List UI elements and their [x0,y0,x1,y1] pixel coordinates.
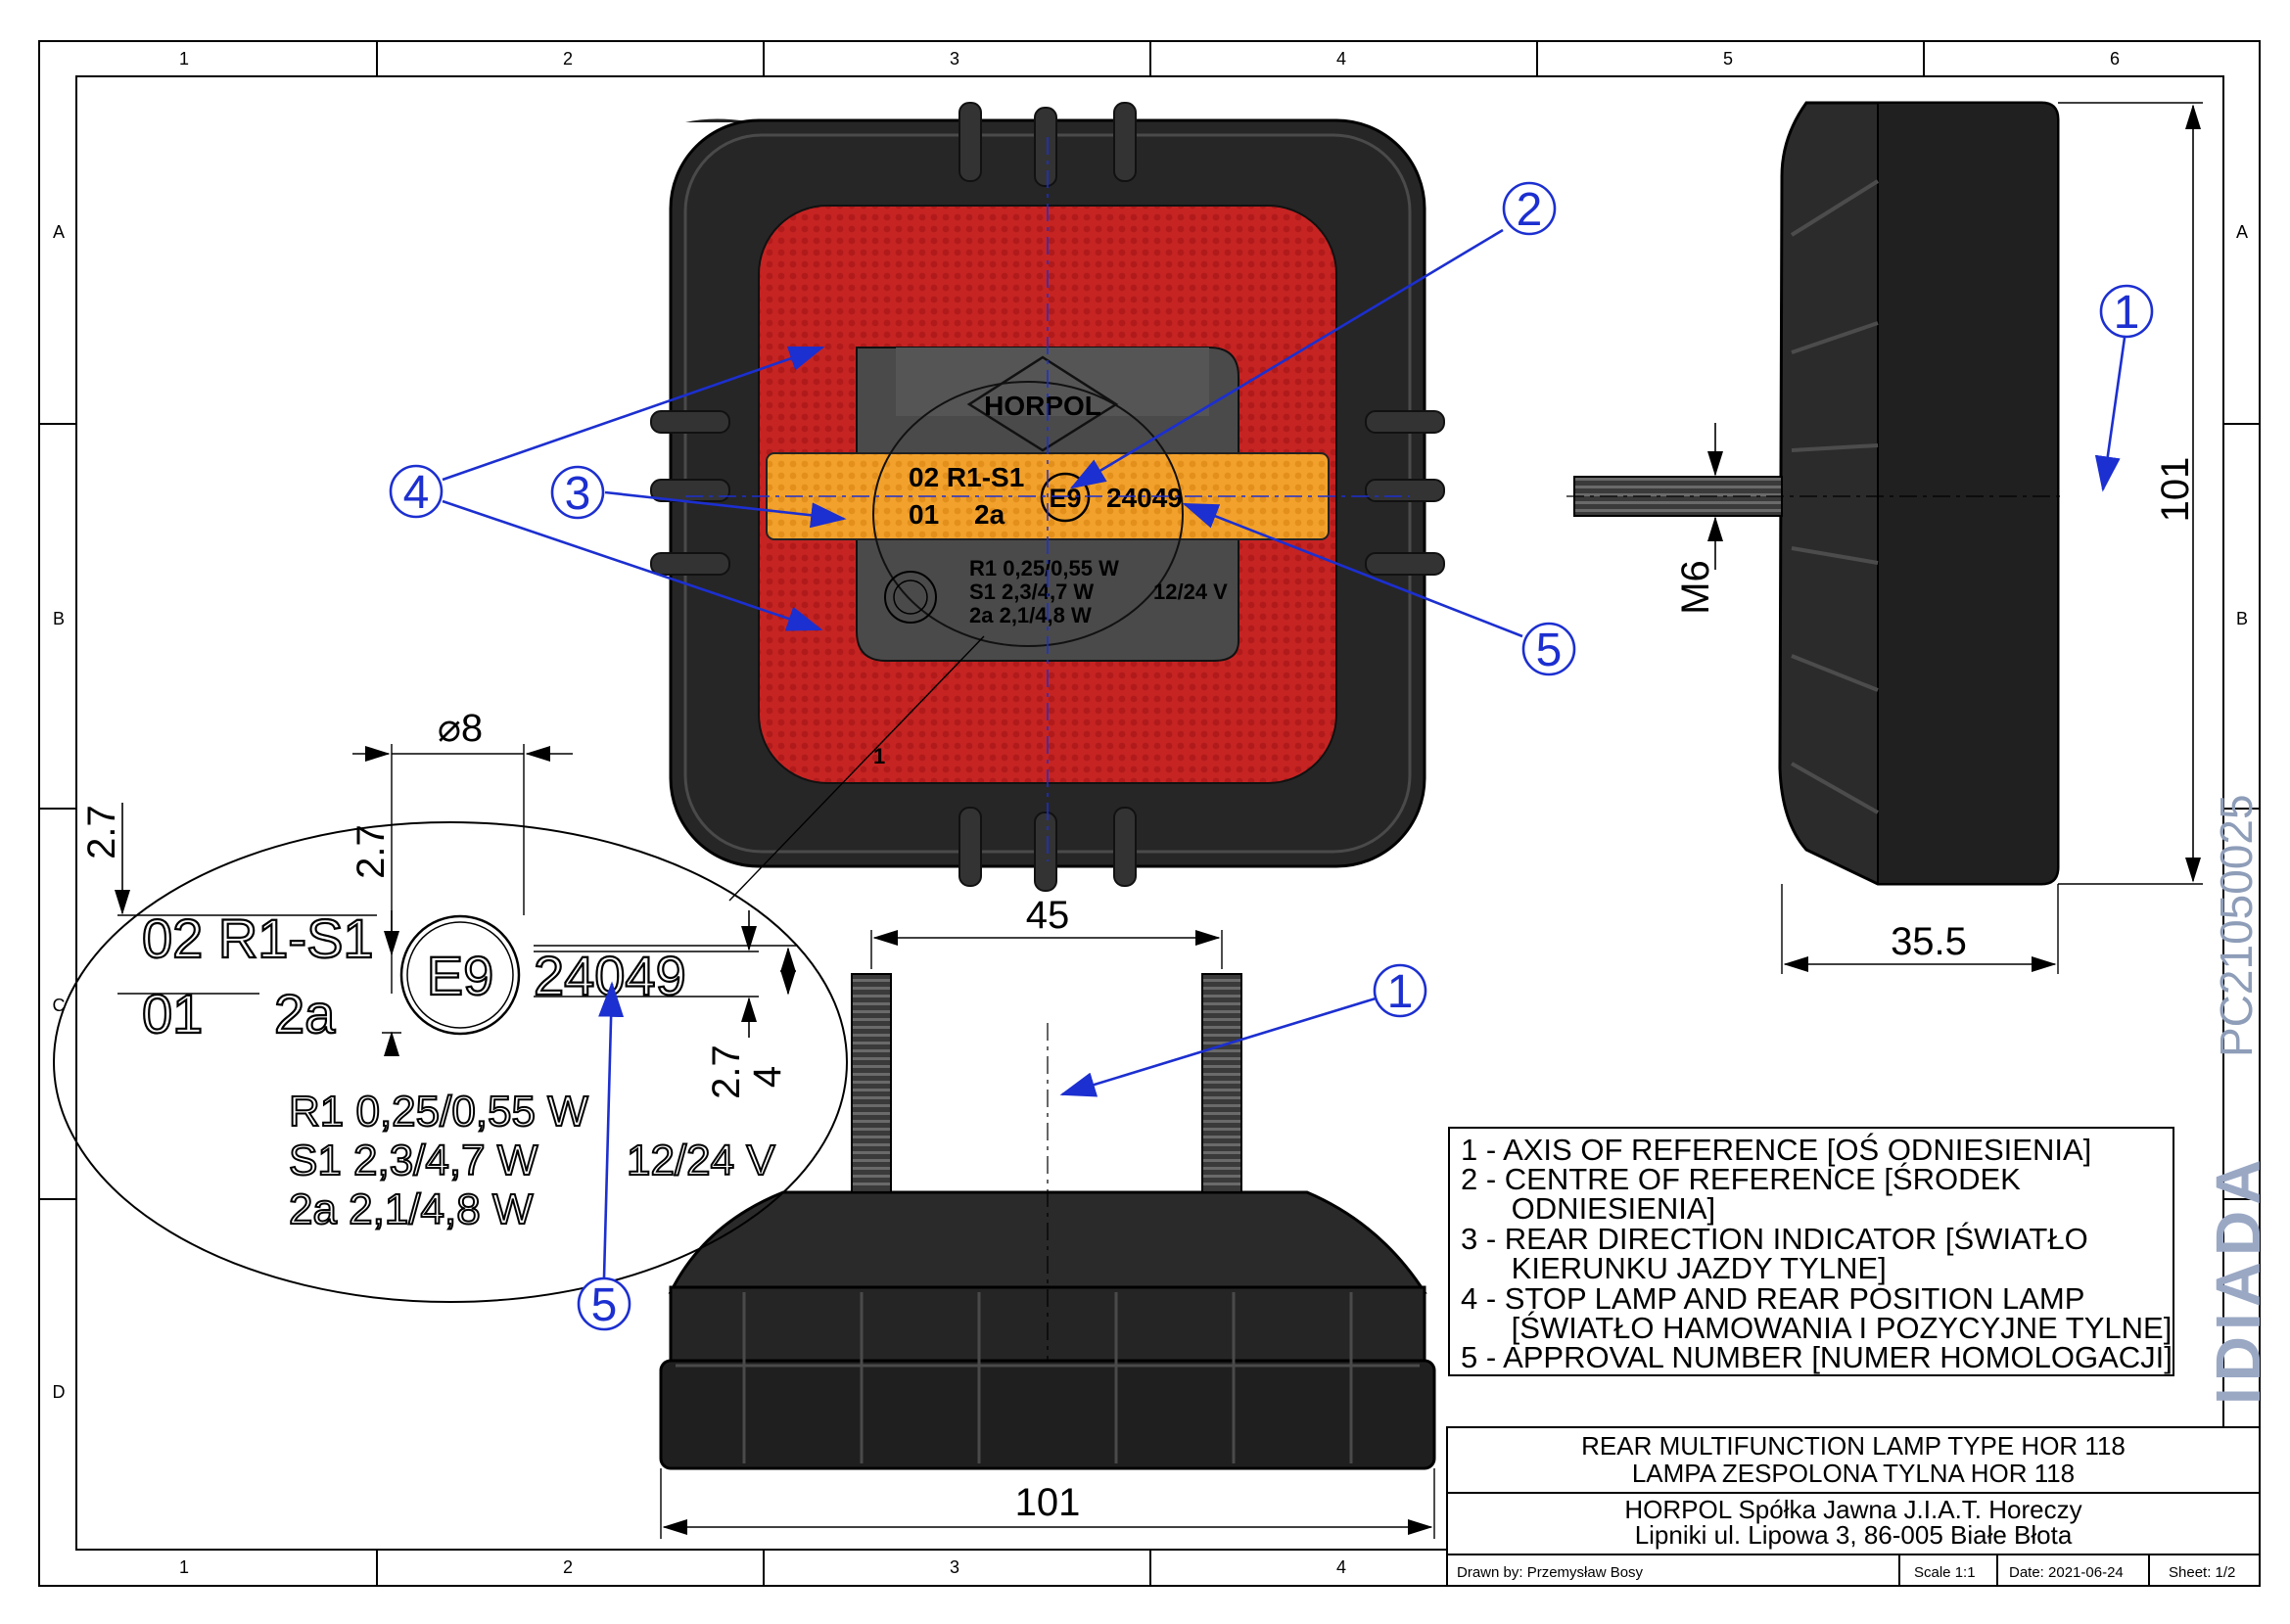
dim-detail-diameter: ⌀8 [438,707,483,750]
col-label-1: 1 [179,49,189,69]
marking-detail: 02 R1-S1 01 2a E9 24049 R1 0,25/0,55 W S… [53,635,985,1303]
company-name: HORPOL Spółka Jawna J.I.A.T. Horeczy [1624,1495,2081,1524]
legend-item-4-cont: [ŚWIATŁO HAMOWANIA I POZYCYJNE TYLNE] [1461,1310,2172,1345]
dim-side-height: 101 [2154,457,2197,523]
legend-item-2: 2 - CENTRE OF REFERENCE [ŚRODEK [1461,1161,2021,1196]
detail-line2-b: 2a [274,983,336,1044]
row-label-a-right: A [2236,222,2248,242]
drawing-frame [38,40,2261,1587]
callout-1-side [2099,284,2154,339]
callout-5-front [1521,622,1576,676]
lamp-line2-b: 2a [974,499,1005,530]
dim-detail-h3: 2.7 [705,1044,748,1099]
zone-labels: 1 2 3 4 5 6 1 2 3 4 A B C D A B [53,49,2249,1577]
bottom-view [659,973,1436,1470]
drawing-date: Date: 2021-06-24 [2009,1564,2124,1581]
dim-stud-spacing: 45 [1026,894,1070,937]
col-label-4-bottom: 4 [1336,1557,1346,1577]
dim-detail-h1: 2.7 [80,805,123,859]
legend-item-5: 5 - APPROVAL NUMBER [NUMER HOMOLOGACJI] [1461,1340,2173,1374]
dim-stud-thread: M6 [1674,560,1717,615]
legend-item-4: 4 - STOP LAMP AND REAR POSITION LAMP [1461,1281,2084,1316]
callout-5-detail [577,1276,631,1331]
company-address: Lipniki ul. Lipowa 3, 86-005 Białe Błota [1635,1520,2073,1550]
legend-item-3-cont: KIERUNKU JAZDY TYLNE] [1461,1251,1887,1285]
lamp-line1-left: 02 R1-S1 [909,462,1024,492]
dim-detail-h2: 2.7 [350,824,393,879]
detail-power-s1: S1 2,3/4,7 W [289,1137,538,1184]
row-label-a: A [53,222,65,242]
detail-power-r1: R1 0,25/0,55 W [289,1088,588,1136]
callout-4-label: 4 [403,467,430,519]
detail-line1: 02 R1-S1 [142,907,374,969]
row-label-d: D [53,1382,66,1402]
row-label-b-right: B [2236,609,2248,628]
callout-5-detail-label: 5 [591,1279,618,1331]
title-polish: LAMPA ZESPOLONA TYLNA HOR 118 [1632,1459,2075,1488]
lamp-e-mark: E9 [1049,484,1081,513]
drawn-by: Drawn by: Przemysław Bosy [1457,1564,1644,1581]
drawing-scale: Scale 1:1 [1914,1564,1976,1581]
date-clock-icon [884,571,937,624]
callout-4 [389,464,444,519]
vertical-labels: PC21050025 IDIADA [2203,794,2273,1405]
sheet-number: Sheet: 1/2 [2169,1564,2235,1581]
callout-1-bottom-label: 1 [1387,966,1414,1018]
lamp-voltage: 12/24 V [1153,580,1228,604]
title-block: REAR MULTIFUNCTION LAMP TYPE HOR 118 LAM… [1446,1426,2261,1587]
detail-e-mark: E9 [427,945,494,1006]
col-label-3: 3 [950,49,959,69]
col-label-1-bottom: 1 [179,1557,189,1577]
detail-line2-a: 01 [142,983,203,1044]
callout-2-label: 2 [1517,184,1543,236]
front-view: HORPOL 02 R1-S1 01 2a E9 24049 R1 0,25/0… [650,102,1445,892]
lamp-power-r1: R1 0,25/0,55 W [969,556,1119,580]
legend-item-3: 3 - REAR DIRECTION INDICATOR [ŚWIATŁO [1461,1221,2088,1256]
col-label-2: 2 [563,49,573,69]
legend-item-1: 1 - AXIS OF REFERENCE [OŚ ODNIESIENIA] [1461,1132,2091,1167]
lamp-small-mark: 1 [873,744,885,768]
detail-dimensions: ⌀8 2.7 2.7 2.7 4 [80,707,798,1099]
bottom-dimensions: 45 101 [660,894,1435,1539]
detail-voltage: 12/24 V [627,1137,775,1184]
title-english: REAR MULTIFUNCTION LAMP TYPE HOR 118 [1581,1431,2126,1461]
col-label-5: 5 [1723,49,1733,69]
col-label-3-bottom: 3 [950,1557,959,1577]
dim-side-depth: 35.5 [1891,920,1967,963]
lamp-power-s1: S1 2,3/4,7 W [969,580,1094,604]
row-label-c: C [53,996,66,1015]
e-mark-circle [1040,472,1091,523]
col-label-2-bottom: 2 [563,1557,573,1577]
legend-item-2-cont: ODNIESIENIA] [1461,1191,1715,1226]
col-label-4: 4 [1336,49,1346,69]
dim-detail-h4: 4 [746,1066,789,1088]
lamp-approval-number: 24049 [1106,483,1183,513]
legend-box: 1 - AXIS OF REFERENCE [OŚ ODNIESIENIA] 2… [1448,1127,2174,1376]
callout-1-side-label: 1 [2114,287,2140,339]
callout-2 [1502,181,1557,236]
lamp-line2-a: 01 [909,499,939,530]
callout-3 [550,465,605,520]
callouts: 1 2 3 4 5 1 5 [389,181,2154,1331]
horpol-logo-text: HORPOL [984,391,1101,421]
col-label-6: 6 [2110,49,2120,69]
side-view [1566,101,2066,886]
document-code: PC21050025 [2211,794,2262,1057]
detail-e-mark-circle [399,914,521,1036]
row-label-b: B [53,609,65,628]
idiada-logo: IDIADA [2203,1154,2273,1405]
detail-power-2a: 2a 2,1/4,8 W [289,1185,534,1233]
side-dimensions: 101 35.5 M6 [1674,102,2203,974]
callout-3-label: 3 [565,468,591,520]
callout-1-bottom [1373,963,1427,1018]
lamp-power-2a: 2a 2,1/4,8 W [969,603,1092,627]
dim-bottom-width: 101 [1015,1481,1081,1524]
callout-5-front-label: 5 [1536,625,1563,676]
